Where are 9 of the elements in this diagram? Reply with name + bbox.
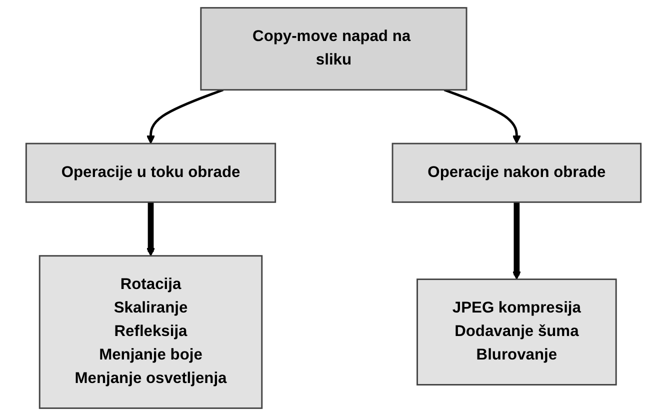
arrow: [146, 202, 156, 256]
arrow: [512, 202, 521, 280]
node-box: Operacije nakon obrade: [392, 142, 642, 203]
node-box: Copy-move napad na sliku: [200, 7, 468, 91]
arrow: [146, 88, 224, 144]
node-box: JPEG kompresija Dodavanje šuma Blurovanje: [416, 278, 617, 386]
node-box: Rotacija Skaliranje Refleksija Menjanje boje Menjanje osvetljenja: [38, 255, 263, 409]
arrow: [444, 88, 521, 144]
node-box: Operacije u toku obrade: [25, 142, 276, 203]
